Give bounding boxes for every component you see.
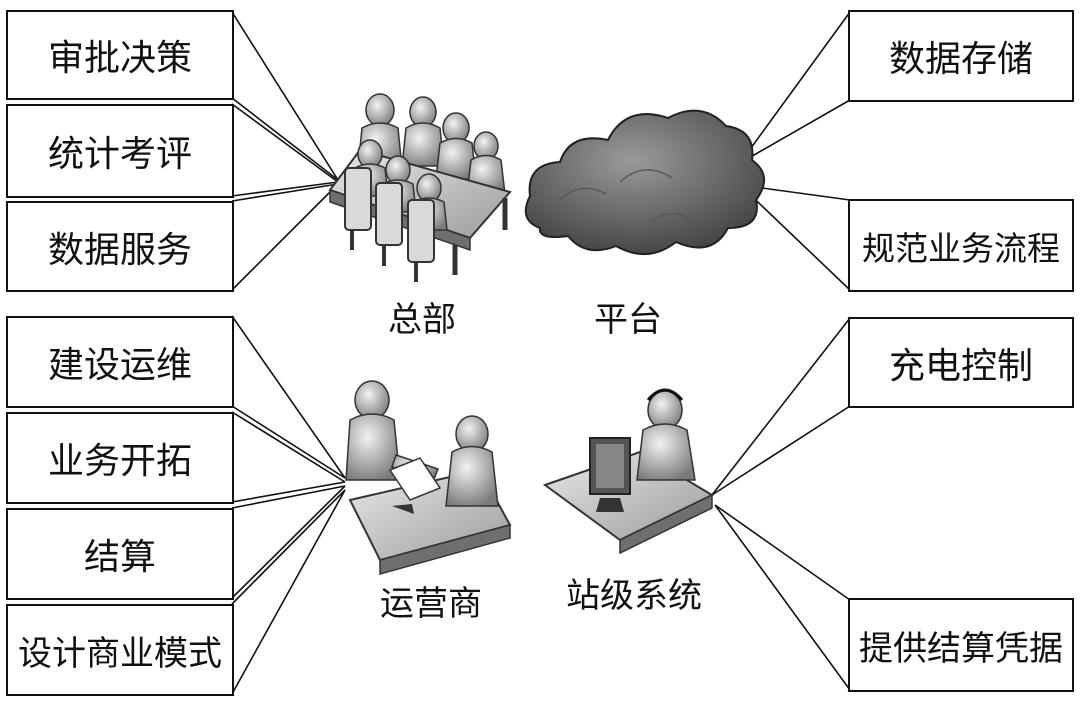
box-business-development: 业务开拓: [6, 412, 234, 504]
caption-hq: 总部: [388, 300, 456, 340]
box-charging-control: 充电控制: [848, 317, 1074, 408]
right-bottom-connectors: [711, 317, 851, 691]
right-top-connectors: [739, 11, 851, 291]
box-business-model-design: 设计商业模式: [6, 604, 234, 696]
business-handshake-icon: [345, 380, 512, 575]
caption-operator: 运营商: [380, 584, 482, 624]
caption-station-system: 站级系统: [566, 576, 702, 616]
box-statistics-evaluation: 统计考评: [6, 104, 234, 198]
cloud-icon: [524, 109, 765, 256]
left-top-connectors: [231, 11, 339, 291]
box-settlement: 结算: [6, 508, 234, 600]
box-standardize-workflow: 规范业务流程: [848, 199, 1074, 292]
box-data-storage: 数据存储: [848, 10, 1074, 102]
box-construction-maintenance: 建设运维: [6, 316, 234, 408]
left-bottom-connectors: [231, 315, 346, 695]
box-data-service: 数据服务: [6, 201, 234, 292]
box-approval-decision: 审批决策: [6, 10, 234, 100]
meeting-table-icon: [328, 93, 512, 282]
operator-workstation-icon: [542, 388, 715, 555]
box-settlement-voucher: 提供结算凭据: [848, 598, 1074, 692]
caption-platform: 平台: [594, 300, 662, 340]
